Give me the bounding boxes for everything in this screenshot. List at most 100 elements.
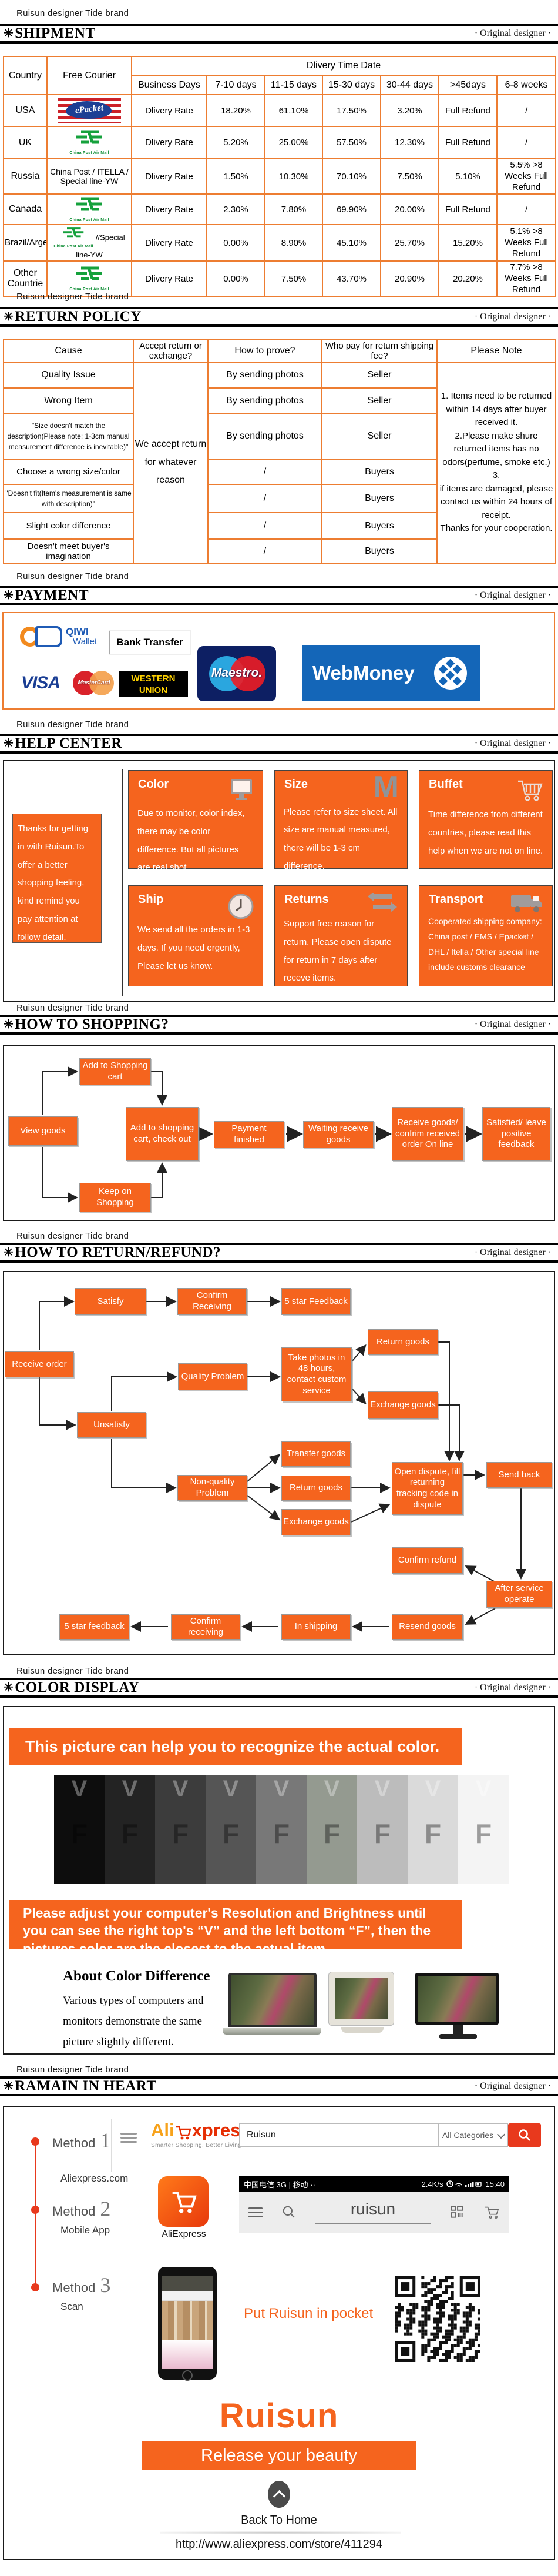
section-title-remain-in-heart: RAMAIN IN HEART — [15, 2078, 157, 2094]
col-header-cause: Cause — [3, 339, 134, 363]
original-designer-label: · Original designer · — [474, 28, 551, 38]
country-cell: Other Countrie — [3, 260, 48, 297]
cause-cell: Choose a wrong size/color — [3, 459, 134, 485]
categories-dropdown[interactable]: All Categories — [439, 2123, 508, 2147]
method-3-sub: Scan — [60, 2301, 83, 2312]
phone-image — [158, 2267, 217, 2381]
rate-cell: 20.20% — [438, 260, 498, 297]
original-designer-label: · Original designer · — [474, 312, 551, 322]
flow-node: 5 star feedback — [59, 1614, 129, 1640]
rate-cell: Full Refund — [438, 94, 498, 127]
scan-qr-icon[interactable] — [449, 2204, 465, 2220]
shipment-table: Country Free Courier Dlivery Time Date B… — [3, 56, 557, 297]
section-title-how-to-shopping: HOW TO SHOPPING? — [15, 1016, 169, 1032]
store-url[interactable]: http://www.aliexpress.com/store/411294 — [175, 2538, 383, 2551]
flow-node: Non-quality Problem — [177, 1475, 247, 1501]
color-banner-top: This picture can help you to recognize t… — [9, 1728, 462, 1765]
rate-cell: 69.90% — [322, 193, 381, 226]
rate-label-cell: Dlivery Rate — [131, 126, 207, 159]
section-title-how-to-return: HOW TO RETURN/REFUND? — [15, 1244, 221, 1260]
payment-methods-panel: QIWI Wallet Bank Transfer VISA MasterCar… — [2, 612, 555, 710]
slogan-banner: Release your beauty — [142, 2441, 416, 2470]
cart-icon[interactable] — [483, 2204, 500, 2220]
original-designer-label: · Original designer · — [474, 2081, 551, 2091]
brand-line: Ruisun designer Tide brand — [16, 2065, 129, 2075]
search-icon[interactable] — [281, 2204, 297, 2220]
cart-icon — [518, 780, 543, 801]
country-cell: Brazil/Argentina/France/Israel/Croatia — [3, 224, 48, 262]
table-row-usa: USA ePacket Dlivery Rate 18.20% 61.10% 1… — [3, 94, 557, 127]
help-card-returns: Returns Support free reason for return. … — [274, 885, 408, 986]
china-post-logo: China Post Air Mail — [69, 196, 109, 223]
courier-cell: China Post / ITELLA / Special line-YW — [46, 158, 132, 195]
back-to-home-label[interactable]: Back To Home — [241, 2514, 317, 2527]
menu-icon[interactable] — [248, 2205, 263, 2220]
visa-logo: VISA — [21, 673, 60, 692]
pay-cell: Buyers — [321, 459, 438, 485]
help-intro-box: Thanks for getting in with Ruisun.To off… — [12, 814, 102, 943]
divider — [111, 2119, 112, 2172]
flow-node: Return goods — [368, 1329, 438, 1355]
rate-cell: 5.20% — [206, 126, 265, 159]
search-button[interactable] — [508, 2123, 541, 2147]
qiwi-wallet-logo: QIWI Wallet — [20, 626, 97, 647]
rate-cell: 20.90% — [380, 260, 439, 297]
cause-cell: Slight color difference — [3, 512, 134, 540]
col-header-11-15: 11-15 days — [264, 75, 323, 95]
rate-cell: 61.10% — [264, 94, 323, 127]
courier-cell: China Post Air Mail — [46, 126, 132, 159]
flow-node: After service operate — [486, 1581, 552, 1608]
about-color-title: About Color Difference — [63, 1968, 210, 1984]
section-title-help-center: HELP CENTER — [15, 735, 122, 751]
table-row-canada: Canada China Post Air Mail Dlivery Rate … — [3, 193, 557, 226]
menu-icon[interactable] — [120, 2130, 137, 2145]
usa-map-icon — [66, 101, 112, 119]
section-title-return-policy: RETURN POLICY — [15, 309, 142, 324]
brand-line: Ruisun designer Tide brand — [16, 1231, 129, 1241]
sunburst-icon: ✳ — [4, 1246, 14, 1259]
bank-transfer-logo: Bank Transfer — [109, 631, 190, 654]
brand-line: Ruisun designer Tide brand — [16, 720, 129, 730]
back-to-top-button[interactable] — [268, 2481, 290, 2508]
section-title-payment: PAYMENT — [15, 587, 89, 603]
pay-cell: Seller — [321, 362, 438, 389]
flow-node: View goods — [8, 1116, 78, 1146]
search-icon — [519, 2129, 530, 2141]
flow-node: Receive goods/ confrim received order On… — [392, 1107, 463, 1161]
rate-cell: 5.5% >8 Weeks Full Refund — [496, 158, 557, 195]
timeline-line — [35, 2141, 36, 2288]
cause-cell: Doesn't meet buyer's imagination — [3, 538, 134, 564]
search-input[interactable]: Ruisun — [239, 2123, 439, 2147]
original-designer-label: · Original designer · — [474, 1019, 551, 1029]
flow-node: Satisfy — [75, 1288, 146, 1315]
cause-cell: "Size doesn't match the description(Plea… — [3, 413, 134, 460]
webmoney-globe-icon — [434, 657, 467, 690]
section-band-how-to-return: ✳HOW TO RETURN/REFUND? · Original design… — [0, 1243, 558, 1263]
timeline-dot — [31, 2283, 39, 2291]
flow-node: Resend goods — [392, 1614, 463, 1640]
help-card-ship: Ship We send all the orders in 1-3 days.… — [128, 885, 263, 986]
flow-node: Add to shopping cart, check out — [126, 1107, 199, 1161]
truck-icon — [511, 895, 542, 912]
mobile-search-input[interactable]: ruisun — [315, 2200, 431, 2224]
col-header-pay: Who pay for return shipping fee? — [321, 339, 438, 363]
flow-node: Satisfied/ leave positive feedback — [482, 1107, 550, 1161]
help-card-buffet: Buffet Time difference from different co… — [419, 770, 553, 869]
col-header-country: Country — [3, 56, 48, 95]
section-band-color-display: ✳COLOR DISPLAY · Original designer · — [0, 1678, 558, 1698]
aliexpress-app-icon[interactable] — [158, 2176, 209, 2227]
prove-cell: By sending photos — [207, 362, 322, 389]
sunburst-icon: ✳ — [4, 1018, 14, 1031]
rate-cell: 8.90% — [264, 224, 323, 262]
prove-cell: By sending photos — [207, 387, 322, 414]
aliexpress-logo[interactable]: Ali xpress Smarter Shopping, Better Livi… — [151, 2120, 251, 2149]
original-designer-label: · Original designer · — [474, 1247, 551, 1257]
col-header-business-days: Business Days — [131, 75, 207, 95]
laptop-image — [223, 1973, 322, 2035]
flow-node: Waiting receive goods — [303, 1121, 374, 1148]
